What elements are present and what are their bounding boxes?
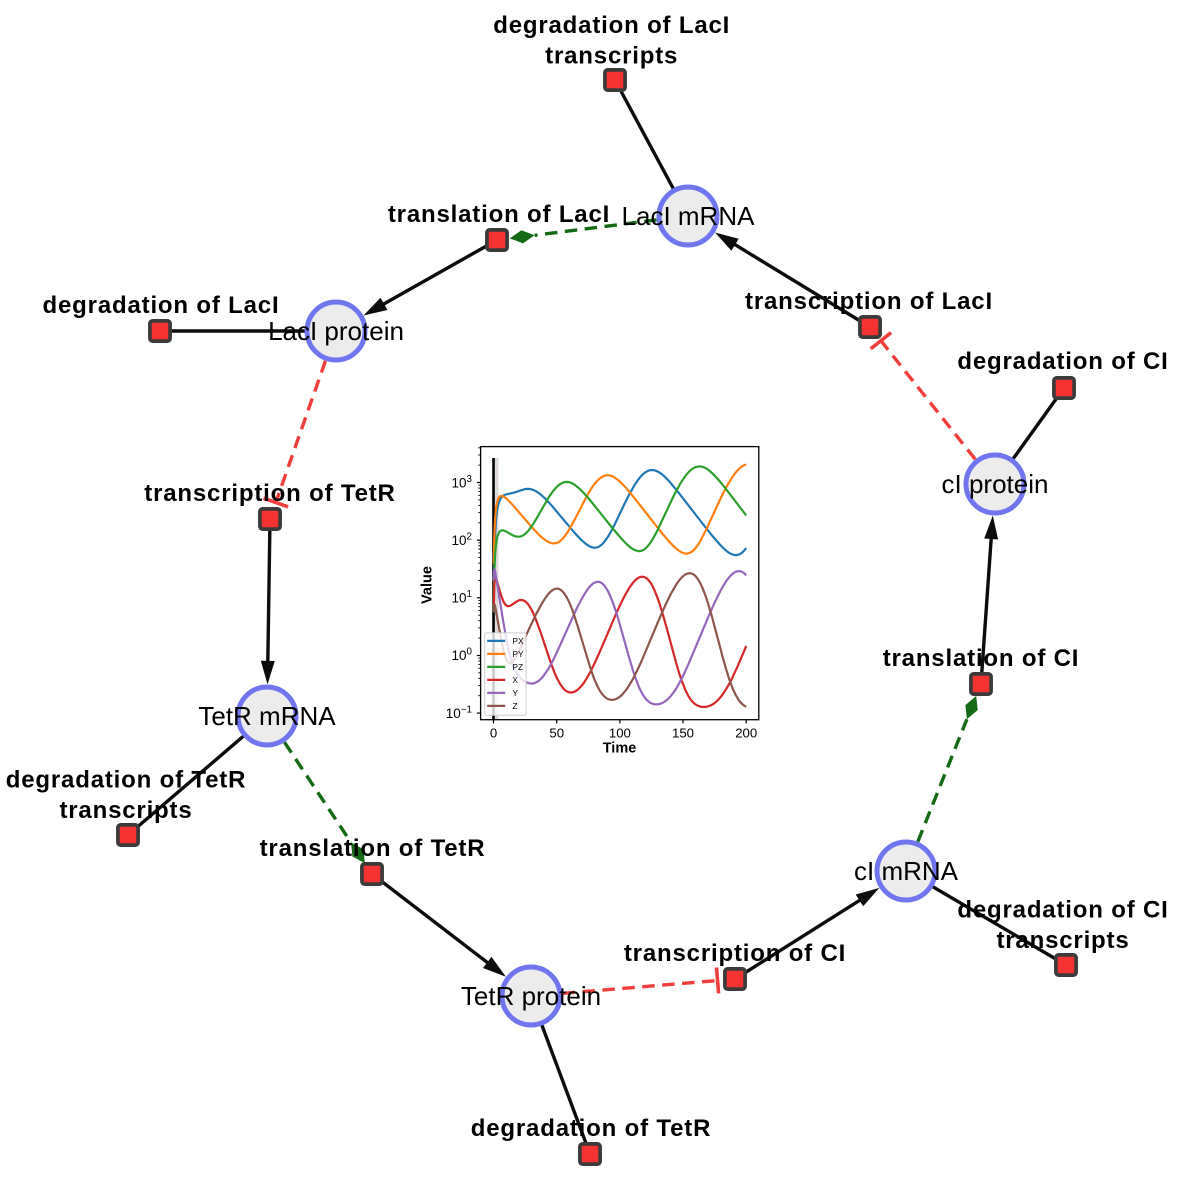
svg-text:transcription of LacI: transcription of LacI (745, 288, 993, 315)
svg-text:0: 0 (490, 725, 497, 740)
svg-text:PZ: PZ (512, 662, 523, 672)
svg-text:translation of LacI: translation of LacI (388, 201, 610, 228)
svg-text:translation of TetR: translation of TetR (260, 835, 486, 862)
svg-text:cI protein: cI protein (942, 469, 1049, 499)
svg-text:PY: PY (512, 649, 524, 659)
svg-text:translation of CI: translation of CI (883, 645, 1080, 672)
svg-text:degradation of CI: degradation of CI (957, 897, 1168, 924)
svg-text:transcription of TetR: transcription of TetR (144, 480, 395, 507)
svg-text:degradation of LacI: degradation of LacI (493, 12, 730, 39)
svg-text:Time: Time (603, 741, 637, 757)
svg-text:transcripts: transcripts (545, 43, 678, 70)
svg-text:LacI mRNA: LacI mRNA (622, 201, 756, 231)
svg-text:Value: Value (420, 566, 436, 604)
svg-text:transcripts: transcripts (59, 797, 192, 824)
svg-text:degradation of TetR: degradation of TetR (6, 767, 246, 794)
svg-text:200: 200 (735, 725, 757, 740)
svg-text:100: 100 (609, 725, 631, 740)
svg-text:X: X (512, 675, 518, 685)
svg-text:150: 150 (672, 725, 694, 740)
svg-text:Z: Z (512, 701, 517, 711)
svg-text:transcription of CI: transcription of CI (624, 940, 846, 967)
svg-text:transcripts: transcripts (996, 927, 1129, 954)
svg-text:PX: PX (512, 636, 524, 646)
svg-text:degradation of CI: degradation of CI (957, 348, 1168, 375)
svg-text:LacI protein: LacI protein (268, 316, 404, 346)
svg-text:cI mRNA: cI mRNA (854, 856, 959, 886)
svg-text:TetR mRNA: TetR mRNA (198, 701, 336, 731)
svg-text:degradation of TetR: degradation of TetR (471, 1115, 711, 1142)
svg-text:degradation of LacI: degradation of LacI (43, 292, 280, 319)
svg-text:50: 50 (549, 725, 564, 740)
svg-text:TetR protein: TetR protein (461, 981, 601, 1011)
svg-text:Y: Y (512, 688, 518, 698)
